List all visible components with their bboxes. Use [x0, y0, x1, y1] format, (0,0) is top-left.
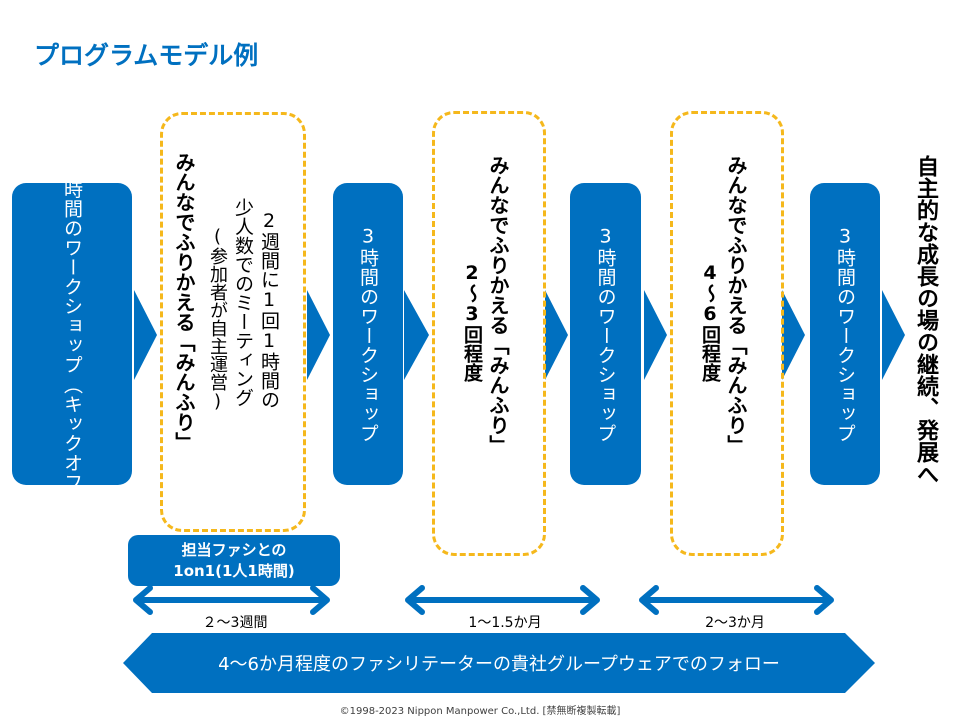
- one-on-one-line-1: 担当ファシとの: [181, 541, 287, 559]
- duration-arrow-2: [405, 585, 600, 615]
- duration-label-2: 1～1.5か月: [468, 615, 542, 631]
- flow-arrow-4: [545, 290, 568, 380]
- page-title: プログラムモデル例: [34, 41, 259, 70]
- follow-banner-text: 4～6か月程度のファシリテーターの貴社グループウェアでのフォロー: [218, 654, 780, 675]
- workshop-label: 3時間のワークショップ: [594, 225, 617, 443]
- reflection-detail-1: 2週間に1回1時間の: [258, 210, 280, 409]
- reflection-box-1: [160, 112, 306, 532]
- duration-label-1: ２～3週間: [202, 615, 268, 631]
- flow-arrow-6: [782, 290, 805, 380]
- reflection-box-3: [670, 111, 784, 556]
- reflection-detail-2: 少人数でのミーティング: [232, 198, 254, 407]
- follow-banner-shape: [123, 633, 875, 693]
- reflection-count-3: 4～6回程度: [699, 262, 721, 382]
- reflection-title-3: みんなでふりかえる「みんふり」: [724, 155, 748, 455]
- flow-arrow-2: [307, 290, 330, 380]
- workshop-box-3: 3時間のワークショップ: [570, 183, 641, 485]
- flow-arrow-5: [644, 290, 667, 380]
- reflection-box-2: [432, 111, 546, 556]
- flow-arrow-3: [404, 290, 429, 380]
- workshop-box-2: 3時間のワークショップ: [333, 183, 403, 485]
- workshop-box-4: 3時間のワークショップ: [810, 183, 880, 485]
- reflection-title-1: みんなでふりかえる「みんふり」: [172, 152, 196, 452]
- duration-label-3: 2～3か月: [705, 615, 765, 631]
- copyright-footer: ©1998-2023 Nippon Manpower Co.,Ltd. [禁無断…: [339, 706, 621, 717]
- reflection-title-2: みんなでふりかえる「みんふり」: [486, 155, 510, 455]
- one-on-one-box: 担当ファシとの 1on1(1人1時間): [128, 535, 340, 586]
- workshop-label: 3時間のワークショップ: [61, 157, 83, 375]
- reflection-count-2: 2～3回程度: [461, 262, 483, 382]
- goal-text: 自主的な成長の場の継続、発展へ: [913, 155, 938, 485]
- workshop-label: 3時間のワークショップ: [357, 225, 379, 443]
- workshop-box-kickoff: 3時間のワークショップ （キックオフ）: [12, 157, 132, 511]
- flow-arrow-1: [134, 290, 157, 380]
- flow-arrow-7: [882, 290, 905, 380]
- workshop-label: 3時間のワークショップ: [834, 225, 856, 443]
- workshop-sub-label: （キックオフ）: [61, 374, 83, 512]
- one-on-one-line-2: 1on1(1人1時間): [173, 562, 295, 580]
- duration-arrow-3: [639, 585, 834, 615]
- duration-arrow-1: [133, 585, 330, 615]
- reflection-detail-3: (参加者が自主運営): [207, 226, 228, 412]
